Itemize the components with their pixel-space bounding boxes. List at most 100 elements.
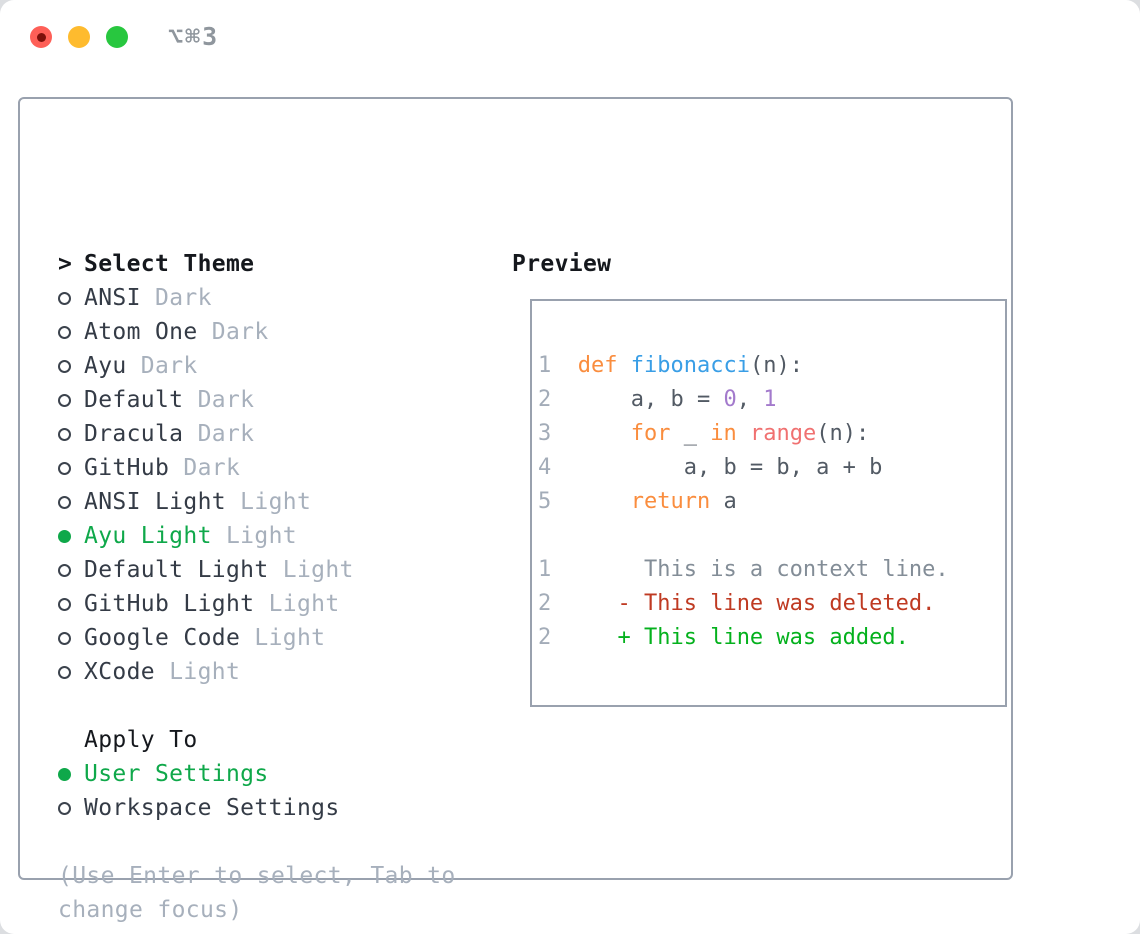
theme-variant-label: Light: [169, 659, 241, 685]
close-button[interactable]: [30, 26, 52, 48]
code-token: range: [749, 421, 817, 446]
code-preview: 1 def fibonacci(n): 2 a, b = 0, 1 3 for _ …: [532, 301, 1005, 655]
code-line: 5 return a: [538, 485, 1005, 519]
theme-variant-label: Dark: [183, 455, 241, 481]
theme-option-default[interactable]: Default Dark: [58, 383, 456, 417]
theme-option-google-code[interactable]: Google Code Light: [58, 621, 456, 655]
spacer-row: [58, 825, 456, 859]
radio-icon: [58, 291, 71, 305]
select-theme-header: > Select Theme: [58, 247, 456, 281]
code-token: 2: [538, 625, 578, 650]
radio-selected-icon: [58, 529, 71, 543]
radio-icon: [58, 495, 71, 509]
theme-variant-label: Light: [240, 489, 312, 515]
apply-option-label: User Settings: [84, 761, 269, 787]
theme-name-label: Default Light: [84, 557, 283, 583]
radio-selected-icon: [58, 767, 71, 781]
theme-variant-label: Dark: [197, 421, 255, 447]
code-token: (n):: [816, 421, 870, 446]
radio-icon: [58, 427, 71, 441]
preview-box: 1 def fibonacci(n): 2 a, b = 0, 1 3 for _ …: [530, 299, 1007, 707]
code-token: in: [710, 421, 737, 446]
theme-variant-label: Light: [225, 523, 297, 549]
code-line: 4 a, b = b, a + b: [538, 451, 1005, 485]
theme-name-label: Atom One: [84, 319, 212, 345]
code-token: 1: [538, 353, 578, 378]
code-token: 1: [538, 557, 578, 582]
radio-icon: [58, 461, 71, 475]
theme-variant-label: Dark: [197, 387, 255, 413]
code-token: return: [630, 489, 711, 514]
code-token: + This line was added.: [577, 625, 909, 650]
theme-option-github-light[interactable]: GitHub Light Light: [58, 587, 456, 621]
radio-icon: [58, 563, 71, 577]
code-token: a, b = b, a + b: [577, 455, 883, 480]
theme-option-github[interactable]: GitHub Dark: [58, 451, 456, 485]
theme-option-dracula[interactable]: Dracula Dark: [58, 417, 456, 451]
radio-icon: [58, 325, 71, 339]
code-token: 2: [538, 387, 578, 412]
theme-name-label: Google Code: [84, 625, 255, 651]
theme-name-label: Default: [84, 387, 198, 413]
theme-variant-label: Dark: [155, 285, 212, 311]
code-token: This is a context line.: [577, 557, 949, 582]
hint-line-2: change focus): [58, 897, 243, 923]
radio-icon: [58, 801, 71, 815]
code-line: 3 for _ in range(n):: [538, 417, 1005, 451]
code-token: 0: [723, 387, 737, 412]
apply-option-label: Workspace Settings: [84, 795, 340, 821]
radio-icon: [58, 359, 71, 373]
theme-option-ansi-light[interactable]: ANSI Light Light: [58, 485, 456, 519]
code-token: 2: [538, 591, 578, 616]
select-theme-title: Select Theme: [84, 251, 255, 277]
code-token: [578, 421, 631, 446]
titlebar: ⌥⌘3: [0, 0, 1140, 74]
code-token: [578, 489, 631, 514]
code-token: 4: [538, 455, 578, 480]
code-token: a: [710, 489, 737, 514]
code-token: (n):: [749, 353, 803, 378]
theme-option-atom-one[interactable]: Atom One Dark: [58, 315, 456, 349]
radio-icon: [58, 393, 71, 407]
theme-option-ayu-light[interactable]: Ayu Light Light: [58, 519, 456, 553]
code-token: a, b =: [577, 387, 724, 412]
hint-text: (Use Enter to select, Tab to change focu…: [58, 859, 456, 927]
code-line: 2 - This line was deleted.: [538, 587, 1005, 621]
code-token: [737, 421, 750, 446]
radio-icon: [58, 597, 71, 611]
theme-option-default-light[interactable]: Default Light Light: [58, 553, 456, 587]
theme-name-label: ANSI: [84, 285, 155, 311]
hint-line-1: (Use Enter to select, Tab to: [58, 863, 456, 889]
apply-to-header: Apply To: [84, 727, 198, 753]
theme-name-label: GitHub: [84, 455, 184, 481]
maximize-button[interactable]: [106, 26, 128, 48]
theme-name-label: Dracula: [84, 421, 198, 447]
theme-variant-label: Dark: [211, 319, 269, 345]
code-token: 5: [538, 489, 578, 514]
code-line: [538, 519, 1005, 553]
code-token: 3: [538, 421, 578, 446]
minimize-button[interactable]: [68, 26, 90, 48]
theme-option-ansi[interactable]: ANSI Dark: [58, 281, 456, 315]
theme-name-label: XCode: [84, 659, 170, 685]
apply-option-user-settings[interactable]: User Settings: [58, 757, 456, 791]
code-line: 1 def fibonacci(n):: [538, 349, 1005, 383]
code-line: 1 This is a context line.: [538, 553, 1005, 587]
spacer-row: [58, 689, 456, 723]
theme-name-label: GitHub Light: [84, 591, 269, 617]
theme-option-xcode[interactable]: XCode Light: [58, 655, 456, 689]
theme-variant-label: Light: [268, 591, 340, 617]
code-token: ,: [736, 387, 764, 412]
unsaved-indicator-dot: [36, 32, 46, 42]
apply-option-workspace-settings[interactable]: Workspace Settings: [58, 791, 456, 825]
theme-variant-label: Light: [282, 557, 354, 583]
theme-name-label: Ayu: [84, 353, 141, 379]
code-token: 1: [763, 387, 777, 412]
theme-option-ayu[interactable]: Ayu Dark: [58, 349, 456, 383]
code-token: fibonacci: [630, 353, 750, 378]
radio-icon: [58, 631, 71, 645]
